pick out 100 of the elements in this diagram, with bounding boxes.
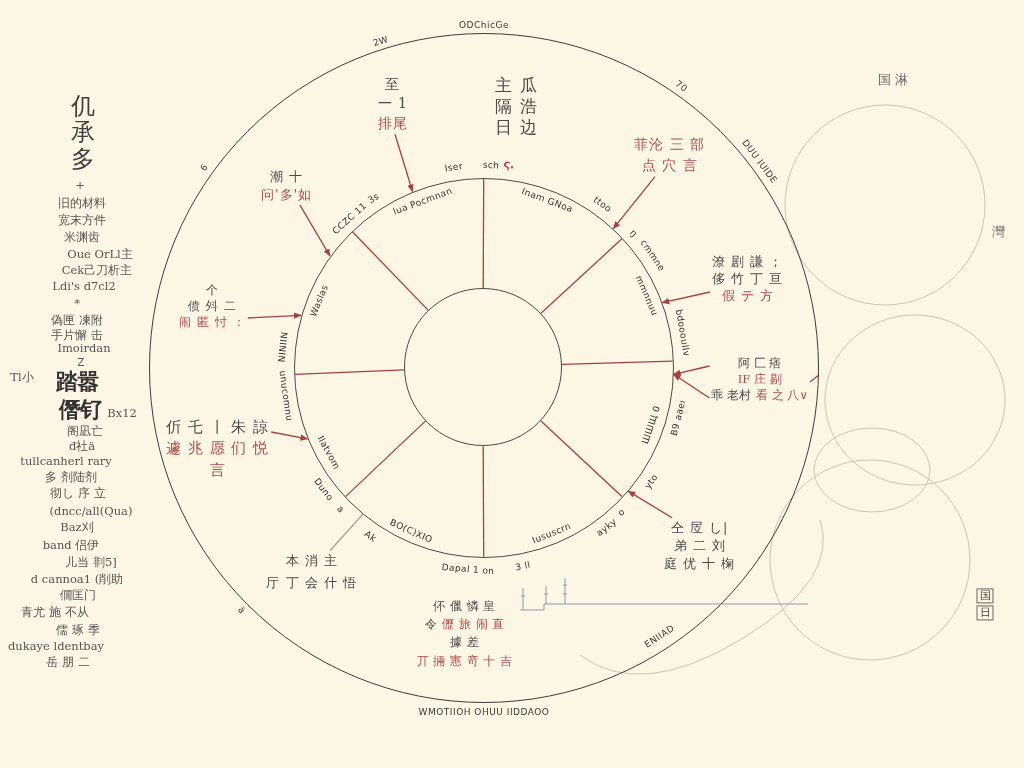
callout-text: 儮 旅 闹 直 <box>442 617 505 632</box>
note-text: đ社ä <box>68 440 96 454</box>
callout-text: 问'多'如 <box>261 186 313 204</box>
callout-text: 日 边 <box>495 117 538 139</box>
note-text: 旧的材料 <box>58 197 106 211</box>
note-text: 儒 琢 季 <box>56 624 100 638</box>
callout-text: 排尾 <box>377 114 408 133</box>
note-text: + <box>75 179 85 193</box>
ring-label: 3s <box>366 191 382 206</box>
note-text: Cek己刀析主 <box>61 264 133 278</box>
callout-text: 潮 十 <box>270 168 304 185</box>
spoke-line <box>344 420 427 498</box>
note-text: d cannoa1 (削助 <box>30 573 124 587</box>
spoke-line <box>540 420 623 498</box>
callout-text: 点 穴 言 <box>641 157 698 175</box>
callout-text: 令 <box>424 617 438 632</box>
arc-label: 2W <box>371 34 390 50</box>
note-text: Tl小 <box>10 371 34 385</box>
leader-arrow <box>270 431 309 441</box>
note-text: 岳 朋 二 <box>46 656 90 670</box>
leader-arrow <box>394 133 414 193</box>
note-text: 偽匣 凍附 <box>51 314 103 328</box>
callout-text: IF 庄 剔 <box>737 372 782 387</box>
note-text: Z <box>77 358 85 368</box>
note-text: Baz刈 <box>60 521 94 535</box>
note-text: Imoirdan <box>57 342 111 356</box>
note-text: band 侣伊 <box>42 539 100 553</box>
sketch-label: 灣 <box>991 224 1005 240</box>
arc-label: ODChicGe <box>459 21 509 31</box>
leader-arrow <box>627 490 673 519</box>
callout-text: 潦 剧 謙 ； <box>712 253 784 270</box>
spoke-line <box>351 231 429 312</box>
leader-arrow <box>247 312 302 319</box>
callout-text: 弟 二 刘 <box>673 537 726 555</box>
callout-text: 看 之 八∨ <box>756 388 808 403</box>
arc-label: WMOTIIOH OHUU IIDDAOO <box>418 708 550 718</box>
ring-label: NINIIN <box>277 331 291 363</box>
arc-label: 70 <box>672 79 689 95</box>
spoke-line <box>540 238 623 314</box>
callout-text: 仝 㞐 し| <box>670 519 729 536</box>
note-heading: 僭钌 <box>59 399 101 421</box>
note-text: tullcanherl rary <box>20 455 112 469</box>
note-text: Bx12 <box>107 407 137 421</box>
note-text: (dncc/all(Qua) <box>49 505 133 519</box>
note-text: Oue OrLl主 <box>67 248 133 262</box>
ring-label: Inam GNoa <box>520 186 575 215</box>
note-text: 彻し 序 立 <box>50 487 106 501</box>
note-text: 米渊齿 <box>64 231 100 245</box>
note-text: dukaye ldentbay <box>7 640 105 654</box>
leader-line <box>329 513 364 552</box>
ring-label: bdoooullv <box>672 308 691 358</box>
leader-arrow <box>612 176 656 230</box>
leader-line <box>809 374 820 383</box>
arc-label: ā <box>235 604 248 617</box>
callout-text: 厅 丁 会 什 悟 <box>266 574 357 592</box>
callout-text: 偾 斘 二 <box>188 298 237 314</box>
ring-label: Dapal 1 on <box>441 563 495 578</box>
leader-arrow <box>672 373 711 399</box>
callout-text: 隔 浩 <box>495 95 538 118</box>
ring-label: yto <box>643 472 661 491</box>
note-text: * <box>74 297 80 311</box>
callout-text: 據 差 <box>450 635 480 650</box>
ring-label: unucomnu <box>276 370 294 422</box>
callout-text: 庭 优 十 椈 <box>664 556 736 573</box>
leader-arrow <box>299 204 331 257</box>
outer-circle <box>149 33 819 703</box>
leader-arrow <box>672 365 711 376</box>
spoke-line <box>294 369 405 375</box>
note-text: Ldi's d7cl2 <box>52 280 116 294</box>
sketch-label: 国 淋 <box>877 72 909 88</box>
note-text: 阁凪亡 <box>67 425 103 439</box>
ring-label: Iser <box>444 162 464 175</box>
note-text: 僩匡门 <box>60 589 96 603</box>
callout-text: 主 瓜 <box>495 74 538 96</box>
note-text: 手片懈 击 <box>51 329 103 343</box>
callout-text: 至 <box>385 75 401 94</box>
ring-label: ŋ <box>627 227 640 240</box>
leader-arrow <box>661 291 711 305</box>
ring-label: sch <box>482 160 500 172</box>
spoke-line <box>482 445 485 558</box>
ring-label: 3 ll <box>514 560 532 574</box>
callout-text: 遽 兆 愿 们 悦 <box>166 439 270 459</box>
note-text: 儿当 剕5] <box>65 556 117 570</box>
callout-text: 丌 掚 寭 竒 十 吉 <box>416 653 513 669</box>
ring-label: ς. <box>502 157 515 172</box>
arc-label: 6 <box>199 162 211 174</box>
spoke-line <box>482 178 485 289</box>
note-text: 多 剂陆剂 <box>45 471 97 485</box>
callout-text: 侈 竹 丁 亘 <box>712 270 784 288</box>
ring-label: B9 aaeı <box>669 398 689 437</box>
callout-text: 伒 乇 丨 朱 諒 <box>166 417 270 437</box>
callout-text: 闹 匿 忖 ： <box>179 314 246 330</box>
callout-text: 乖 老村 <box>711 388 752 403</box>
note-text: 青尤 施 不从 <box>21 606 89 620</box>
callout-text: 个 <box>206 282 220 298</box>
callout-text: 假 テ 方 <box>721 288 774 305</box>
ring-label: a <box>334 504 346 516</box>
title: 仉承多 <box>71 93 95 173</box>
callout-text: 菲沦 三 部 <box>634 135 706 154</box>
callout-text: 一 1 <box>377 95 408 113</box>
